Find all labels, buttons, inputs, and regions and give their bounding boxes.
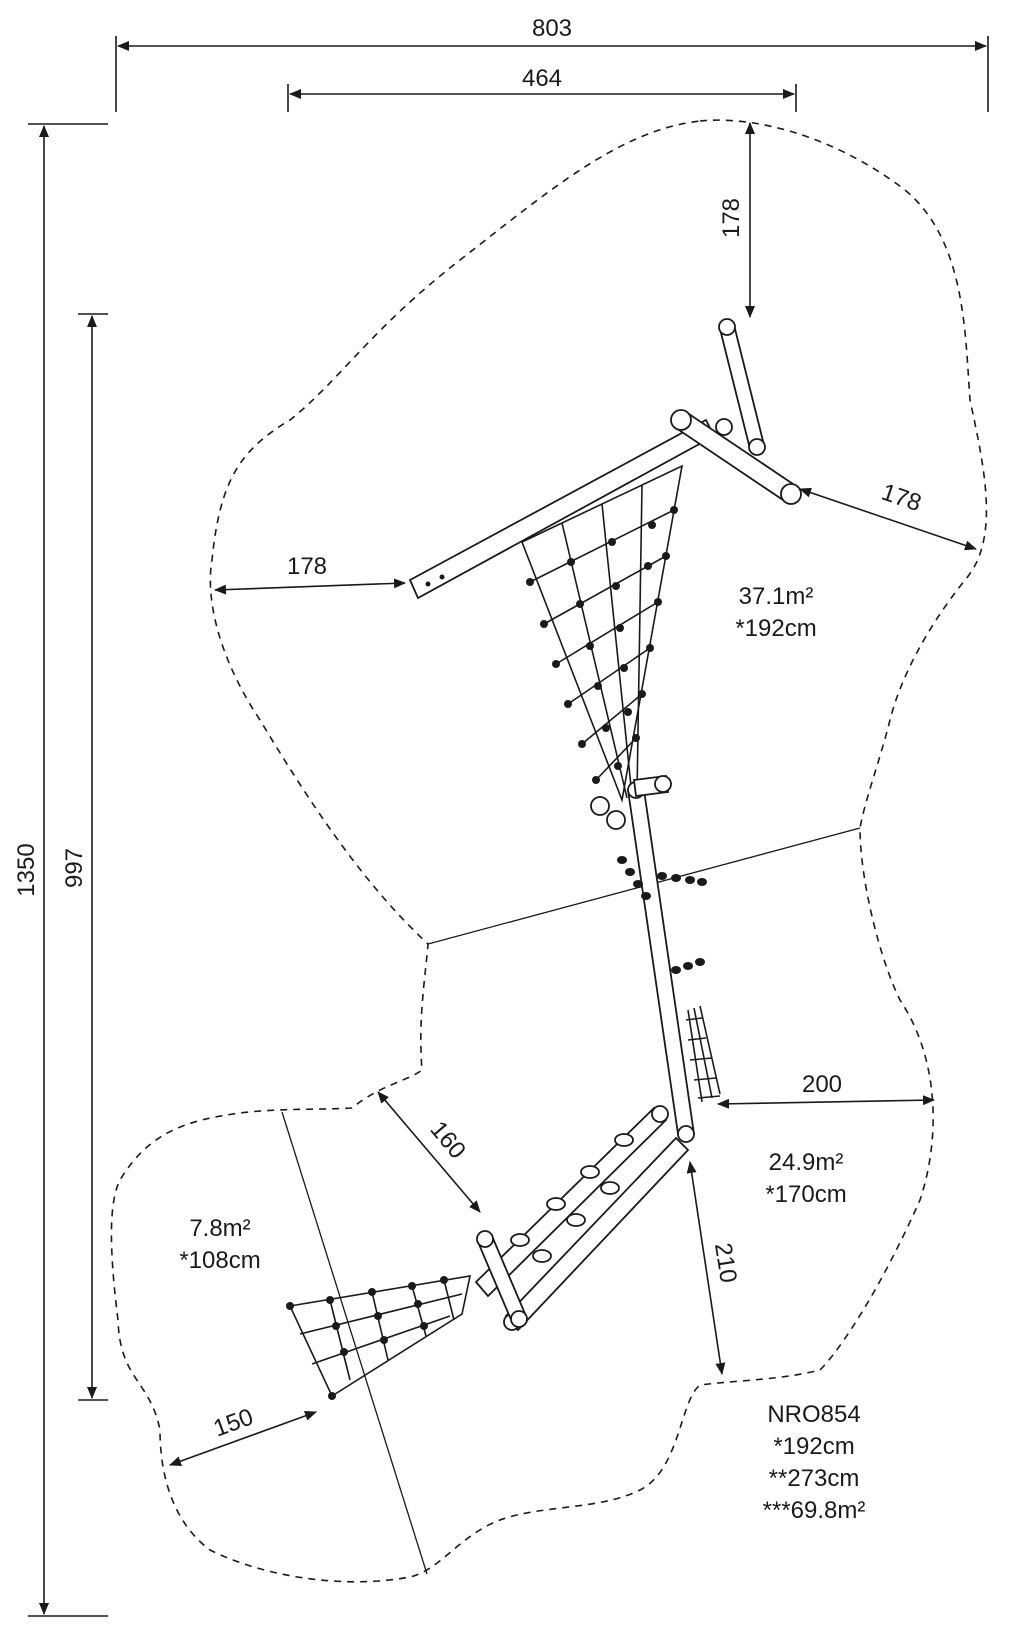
- dimension-height-total-label: 1350: [13, 843, 40, 896]
- clearance-200-label: 200: [802, 1071, 842, 1098]
- dimension-width-total-label: 803: [532, 15, 572, 42]
- product-free-height: **273cm: [769, 1465, 860, 1492]
- area-middle-height: *170cm: [765, 1181, 846, 1208]
- area-lower-height: *108cm: [179, 1247, 260, 1274]
- clearance-160-label: 160: [425, 1116, 471, 1164]
- clearance-top: 178: [718, 122, 755, 318]
- upper-beams: [408, 318, 802, 600]
- clearance-top-label: 178: [718, 198, 745, 238]
- middle-beam: [590, 774, 696, 1143]
- area-lower-size: 7.8m²: [189, 1215, 250, 1242]
- clearance-210: 210: [686, 1161, 742, 1375]
- dimension-height-inner: 997: [61, 313, 108, 1401]
- lower-beams: [474, 1105, 690, 1332]
- lower-climbing-net: [286, 1275, 472, 1400]
- dimension-width-inner-label: 464: [522, 65, 562, 92]
- clearance-left-label: 178: [287, 553, 327, 580]
- dimension-height-inner-label: 997: [61, 848, 88, 888]
- clearance-200: 200: [717, 1071, 935, 1109]
- area-middle: 24.9m² *170cm: [765, 1149, 846, 1208]
- area-upper: 37.1m² *192cm: [735, 583, 816, 642]
- clearance-210-label: 210: [709, 1241, 742, 1285]
- clearance-left: 178: [214, 553, 406, 595]
- product-total-area: ***69.8m²: [763, 1497, 866, 1524]
- area-upper-size: 37.1m²: [739, 583, 814, 610]
- clearance-right-label: 178: [878, 479, 925, 518]
- zone-divider-lower: [281, 1111, 428, 1575]
- product-code: NRO854: [767, 1401, 860, 1428]
- area-lower: 7.8m² *108cm: [179, 1215, 260, 1274]
- upper-climbing-net: [520, 464, 684, 803]
- product-summary: NRO854 *192cm **273cm ***69.8m²: [763, 1401, 866, 1524]
- middle-ladder: [685, 1005, 721, 1103]
- product-fall-height: *192cm: [773, 1433, 854, 1460]
- dimension-width-inner: 464: [287, 65, 797, 112]
- dimension-height-total: 1350: [13, 123, 108, 1617]
- clearance-right: 178: [799, 479, 977, 551]
- area-upper-height: *192cm: [735, 615, 816, 642]
- clearance-150: 150: [169, 1403, 317, 1466]
- dimension-width-total: 803: [115, 15, 989, 112]
- middle-climbing-holds: [617, 856, 707, 974]
- safety-zone-outline: [110, 119, 988, 1583]
- clearance-160: 160: [377, 1091, 481, 1213]
- area-middle-size: 24.9m²: [769, 1149, 844, 1176]
